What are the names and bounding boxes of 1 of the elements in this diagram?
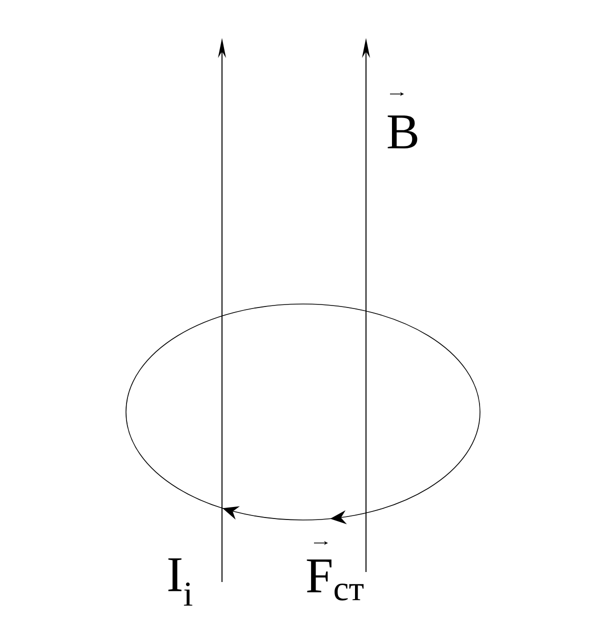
current-symbol: I$_{i}$ <box>168 558 192 606</box>
